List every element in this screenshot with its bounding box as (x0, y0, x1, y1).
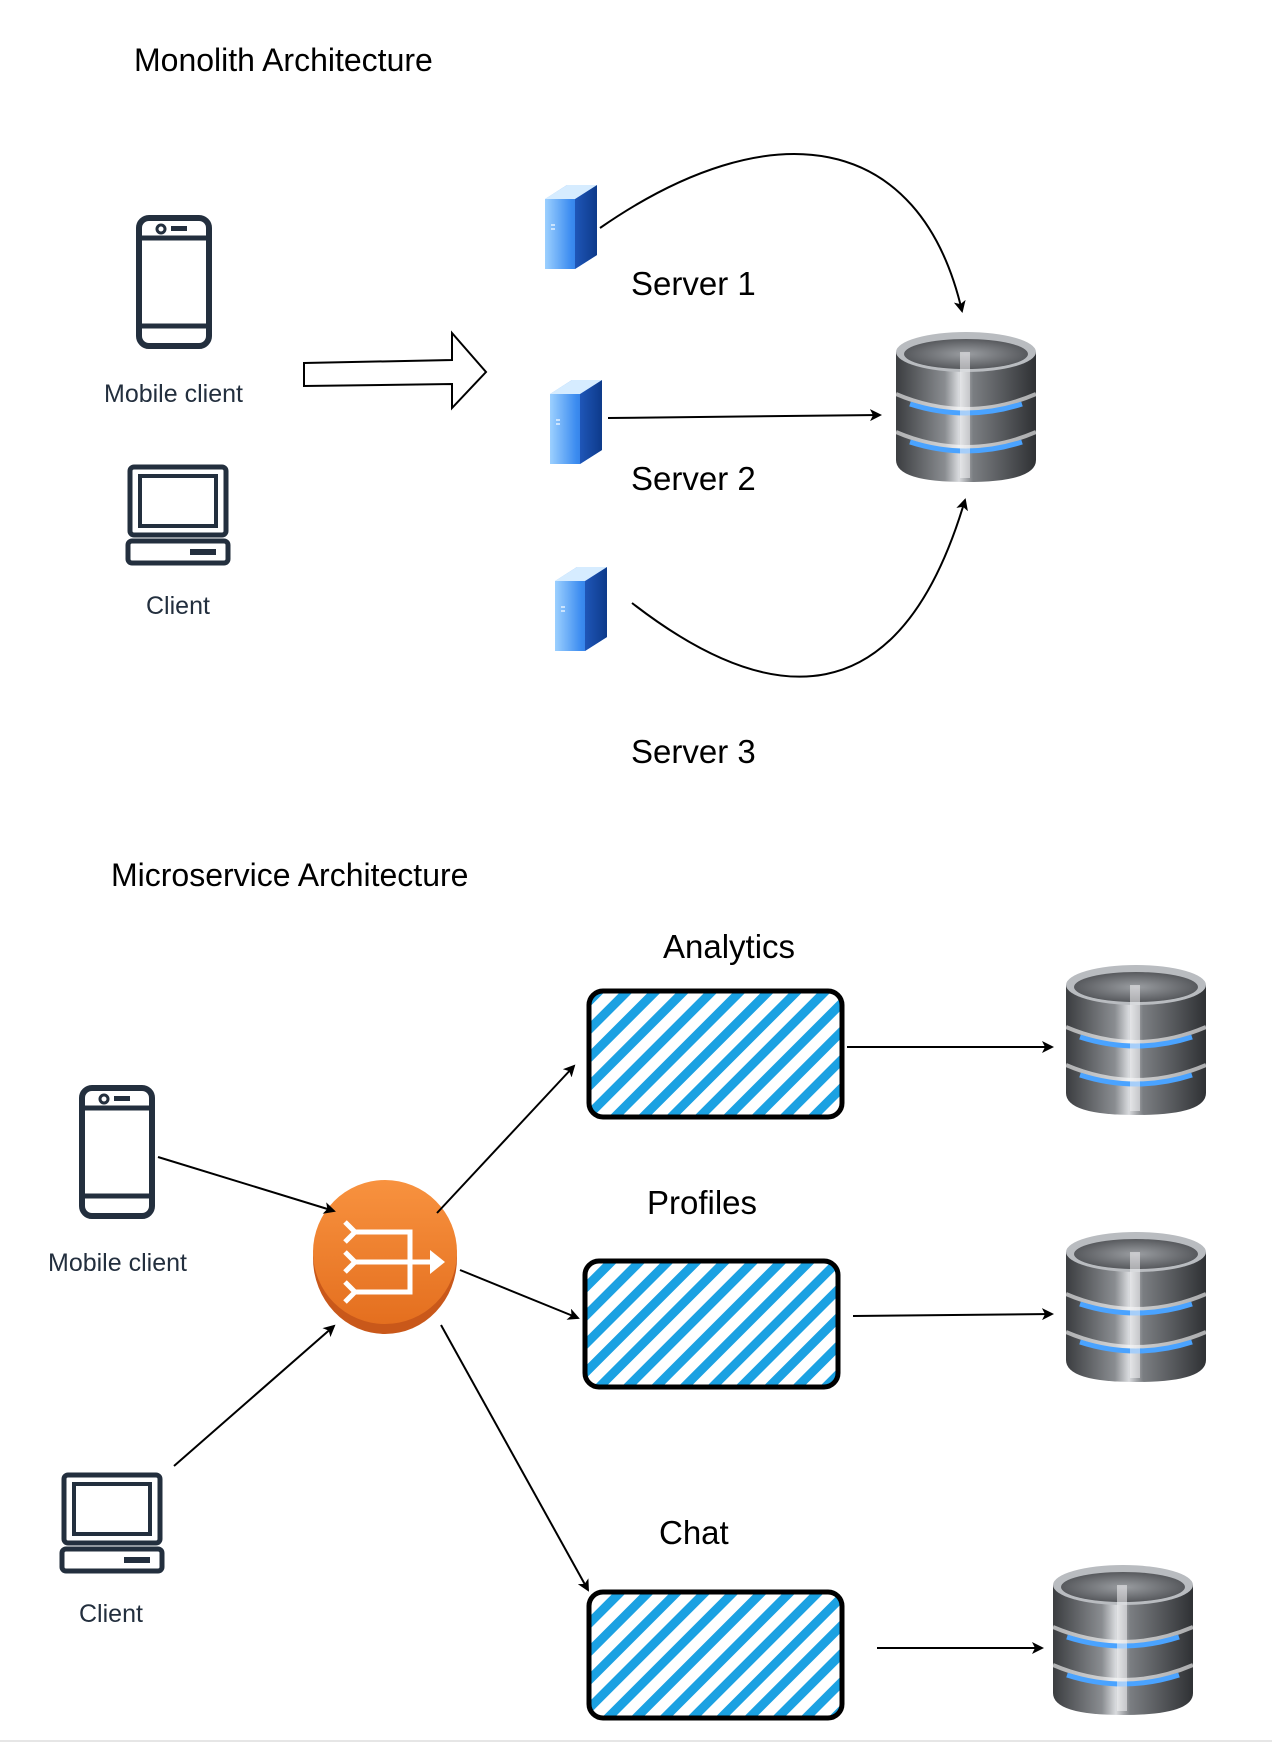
server-3-label: Server 3 (631, 733, 756, 770)
connector-arrow (459, 1269, 580, 1320)
connector-arrow (173, 1324, 336, 1467)
mobile-client-label: Mobile client (48, 1249, 187, 1277)
client-label: Client (146, 592, 210, 620)
monolith-title: Monolith Architecture (134, 42, 433, 78)
service-box-profiles (582, 1258, 841, 1390)
server-icon (549, 379, 603, 465)
mobile-phone-icon (82, 1088, 152, 1216)
microservice-title: Microservice Architecture (111, 857, 469, 893)
database-icon (896, 332, 1036, 482)
connector-arrow (440, 1324, 589, 1592)
mobile-client-label: Mobile client (104, 380, 243, 408)
mobile-phone-icon (139, 218, 209, 346)
load-balancer-icon (313, 1180, 457, 1334)
connector-arrow (599, 153, 966, 313)
database-icon (1066, 1232, 1206, 1382)
service-title-chat: Chat (659, 1514, 729, 1551)
block-arrow (303, 330, 488, 411)
service-box-chat (586, 1589, 845, 1721)
connector-arrow (436, 1064, 576, 1214)
connector-arrow (852, 1308, 1054, 1321)
connector-arrow (157, 1156, 336, 1214)
connector-arrow (631, 498, 968, 678)
service-box-analytics (586, 988, 845, 1120)
server-icon (554, 566, 608, 652)
server-1-label: Server 1 (631, 265, 756, 302)
service-title-profiles: Profiles (647, 1184, 758, 1221)
connector-arrow (607, 409, 882, 422)
database-icon (1053, 1565, 1193, 1715)
server-icon (544, 184, 598, 270)
service-title-analytics: Analytics (663, 928, 796, 965)
database-icon (1066, 965, 1206, 1115)
bottom-divider (0, 1740, 1272, 1742)
desktop-computer-icon (62, 1475, 162, 1571)
client-label: Client (79, 1600, 143, 1628)
desktop-computer-icon (128, 467, 228, 563)
server-2-label: Server 2 (631, 460, 756, 497)
